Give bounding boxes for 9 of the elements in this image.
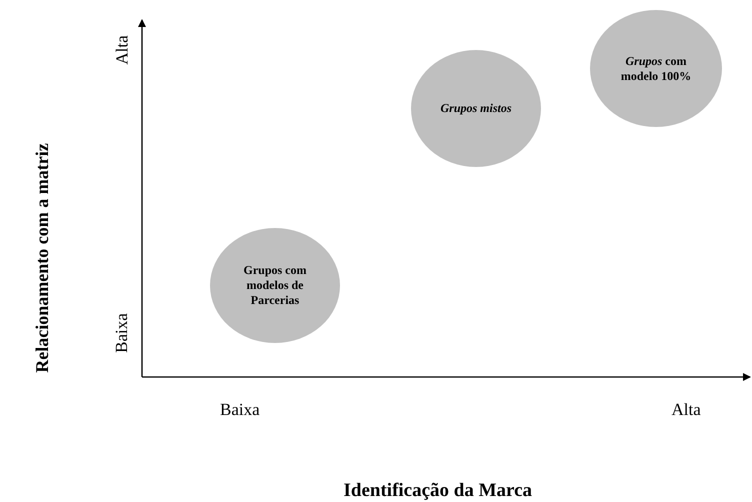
axis-tick-label: Baixa [112, 313, 132, 353]
axis-tick-label: Alta [112, 35, 132, 65]
axis-tick-label: Alta [672, 400, 701, 420]
axis-title: Identificação da Marca [344, 480, 532, 502]
node-label: Grupos mistos [439, 101, 513, 116]
axis-tick-label: Baixa [220, 400, 260, 420]
axis-title: Relacionamento com a matriz [31, 143, 53, 373]
node-label: Grupos com modelos de Parcerias [242, 263, 308, 308]
node-label: Grupos com modelo 100% [620, 54, 692, 84]
